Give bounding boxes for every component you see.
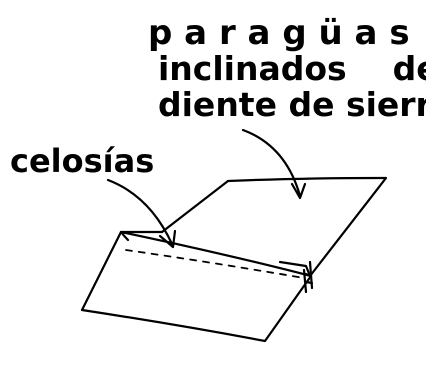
roof-panel-back [160, 176, 388, 278]
arrow-to-celosia [106, 178, 174, 246]
label-paraguas: p a r a g ü a s [148, 13, 410, 53]
celosia-dashed-line [125, 249, 305, 279]
panel-lip [119, 230, 164, 242]
label-inclinados-de: inclinados de [158, 49, 426, 88]
arrow-to-roof-head [290, 182, 307, 200]
arrow-to-celosia-head [158, 229, 177, 249]
arrow-to-roof [241, 128, 302, 198]
roof-panel-front [80, 230, 313, 343]
louvre-strokes [302, 260, 314, 294]
label-diente-de-sierra: diente de sierra [158, 85, 426, 124]
label-celosias: celosías [10, 142, 154, 180]
